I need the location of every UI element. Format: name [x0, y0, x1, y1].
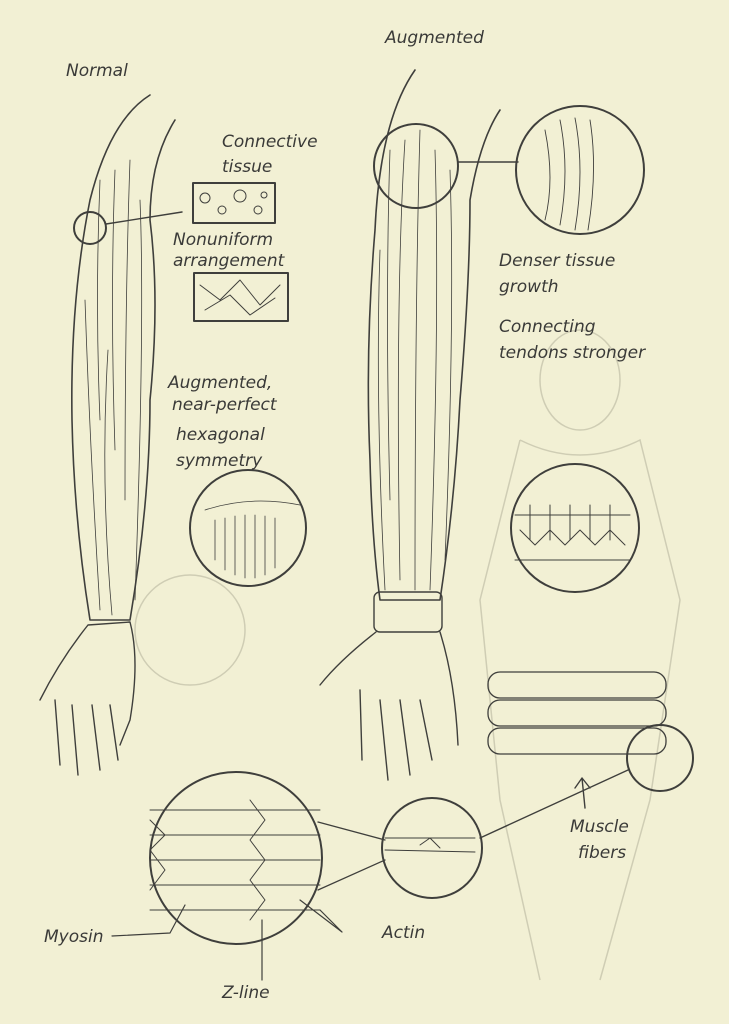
label-tendons-2: tendons stronger	[499, 343, 646, 363]
label-denser-1: Denser tissue	[499, 251, 615, 271]
label-hexagonal-1: Augmented,	[167, 373, 272, 393]
normal-fiber-circle	[189, 469, 307, 587]
label-connective-tissue-2: tissue	[222, 157, 272, 177]
label-tendons-1: Connecting	[499, 317, 596, 337]
label-myosin: Myosin	[44, 927, 103, 947]
title-augmented: Augmented	[384, 28, 484, 48]
sarcomere-detail	[111, 771, 483, 981]
connective-tissue-boxes	[192, 182, 289, 322]
label-denser-2: growth	[499, 277, 559, 297]
label-nonuniform-2: arrangement	[173, 251, 286, 271]
label-connective-tissue-1: Connective	[222, 132, 318, 152]
label-muscle-fibers-1: Muscle	[570, 817, 629, 837]
muscle-fiber-bundle	[479, 671, 694, 839]
title-normal: Normal	[66, 61, 128, 81]
normal-arm-sketch	[39, 94, 183, 776]
label-z-line: Z-line	[221, 983, 270, 1003]
tendon-detail-circle	[515, 105, 645, 235]
label-hexagonal-3: hexagonal	[176, 425, 265, 445]
label-hexagonal-2: near-perfect	[172, 395, 278, 415]
augmented-arm-sketch	[319, 69, 645, 781]
label-actin: Actin	[381, 923, 425, 943]
hexagonal-fiber-circle	[510, 463, 640, 593]
label-nonuniform-1: Nonuniform	[173, 230, 273, 250]
label-muscle-fibers-2: fibers	[578, 843, 626, 863]
label-hexagonal-4: symmetry	[176, 451, 263, 471]
background-figure-sketch	[134, 329, 681, 981]
